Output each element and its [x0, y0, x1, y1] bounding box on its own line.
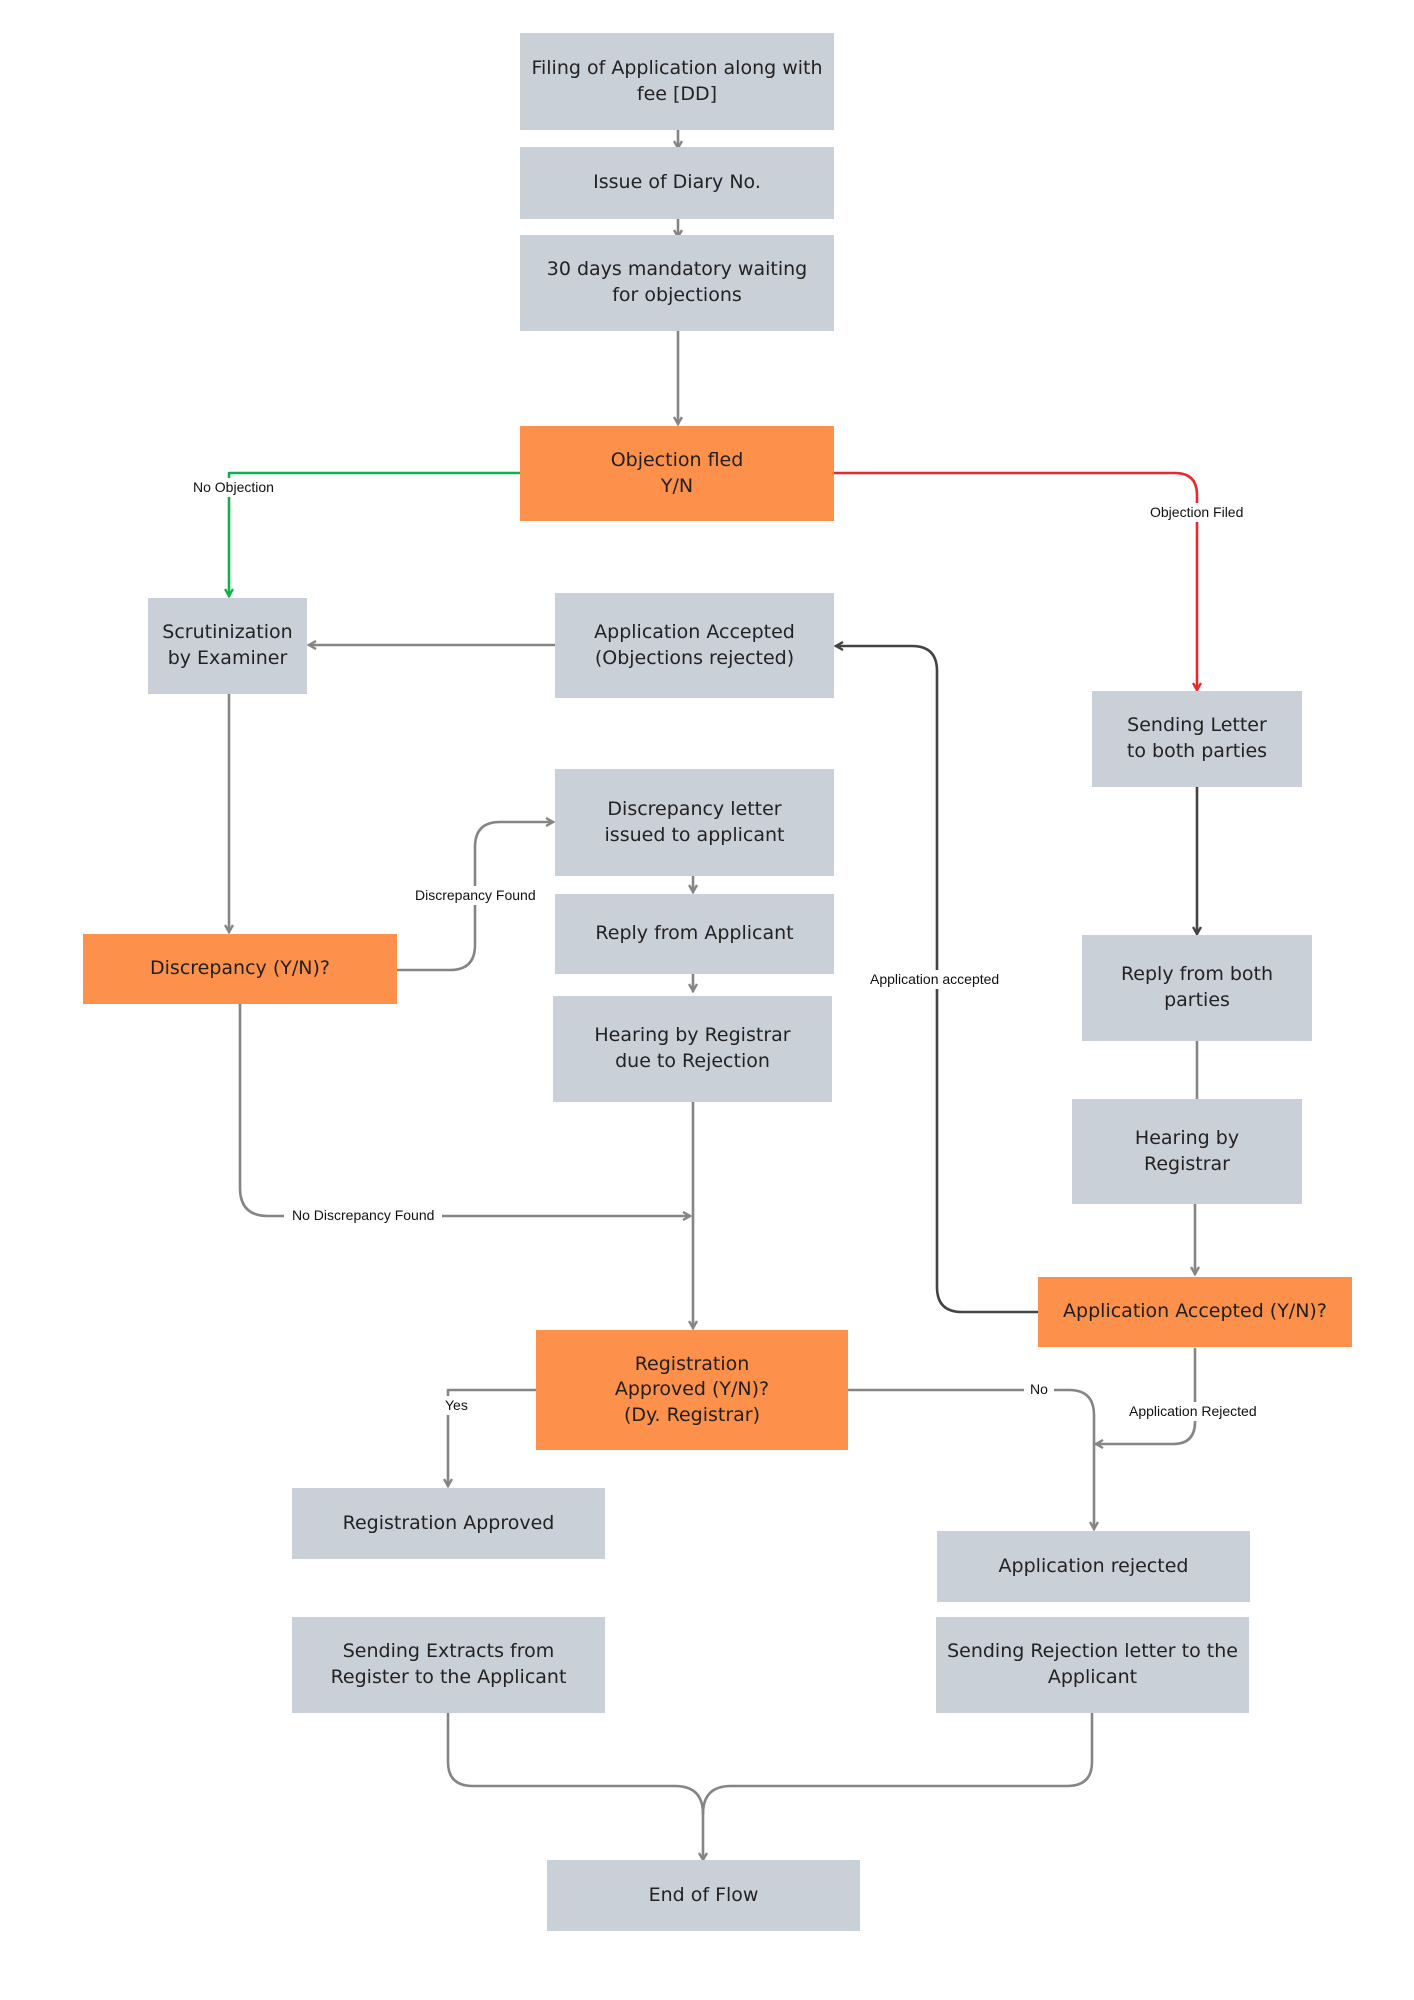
label-application-rejected: Application Rejected	[1126, 1402, 1260, 1421]
decision-application-accepted: Application Accepted (Y/N)?	[1038, 1277, 1352, 1347]
label-application-accepted: Application accepted	[867, 970, 1003, 989]
node-sending-letter: Sending Letter to both parties	[1092, 691, 1302, 787]
node-application-rejected: Application rejected	[937, 1531, 1250, 1602]
node-reply-from-applicant: Reply from Applicant	[555, 894, 834, 974]
node-discrepancy-letter: Discrepancy letter issued to applicant	[555, 769, 834, 876]
label-no-discrepancy-found: No Discrepancy Found	[284, 1206, 443, 1225]
node-reply-both-parties: Reply from both parties	[1082, 935, 1312, 1041]
node-scrutinization: Scrutinization by Examiner	[148, 598, 307, 694]
label-no-objection: No Objection	[190, 478, 277, 497]
edge-rejection-to-end	[701, 1711, 1094, 1816]
node-registration-approved: Registration Approved	[292, 1488, 605, 1559]
edge-no-objection	[229, 471, 522, 596]
node-waiting-objections: 30 days mandatory waiting for objections	[520, 235, 834, 331]
edge-no	[846, 1388, 1094, 1529]
node-sending-rejection-letter: Sending Rejection letter to the Applican…	[936, 1617, 1249, 1713]
decision-registration-approved: Registration Approved (Y/N)? (Dy. Regist…	[536, 1330, 848, 1450]
edge-extracts-to-end	[446, 1711, 703, 1860]
edge-application-rejected	[1096, 1347, 1197, 1444]
label-no: No	[1024, 1380, 1054, 1399]
node-issue-diary-no: Issue of Diary No.	[520, 147, 834, 219]
node-end-of-flow: End of Flow	[547, 1860, 860, 1931]
edge-no-discrepancy-found	[238, 1002, 690, 1216]
node-hearing-by-registrar: Hearing by Registrar	[1072, 1099, 1302, 1204]
node-hearing-registrar-rejection: Hearing by Registrar due to Rejection	[553, 996, 832, 1102]
node-sending-extracts: Sending Extracts from Register to the Ap…	[292, 1617, 605, 1713]
label-discrepancy-found: Discrepancy Found	[412, 886, 539, 905]
edge-yes	[448, 1388, 538, 1486]
decision-objection-filed: Objection fled Y/N	[520, 426, 834, 521]
edge-objection-filed	[832, 471, 1197, 690]
label-objection-filed: Objection Filed	[1147, 503, 1247, 522]
node-filing-application: Filing of Application along with fee [DD…	[520, 33, 834, 130]
label-yes: Yes	[442, 1396, 471, 1415]
decision-discrepancy: Discrepancy (Y/N)?	[83, 934, 397, 1004]
node-application-accepted-objections-rejected: Application Accepted (Objections rejecte…	[555, 593, 834, 698]
